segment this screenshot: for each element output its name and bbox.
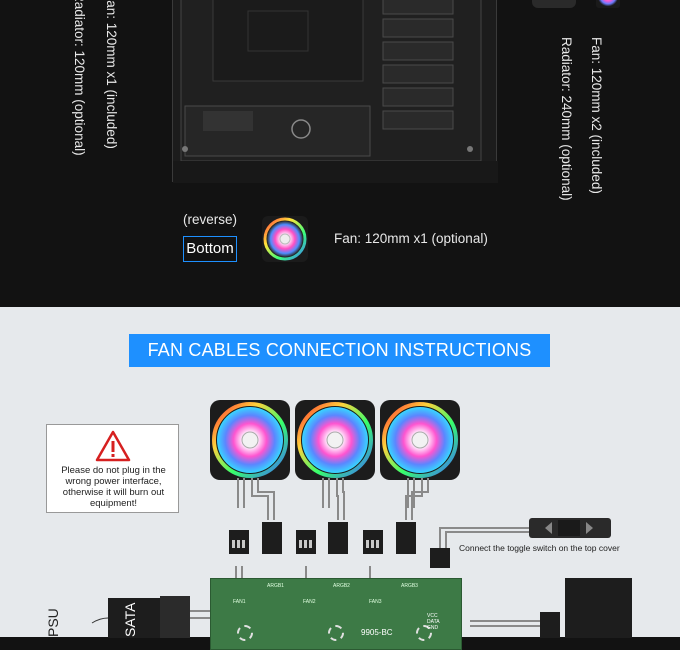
rgb-fans-row [210, 400, 460, 480]
pc-case-drawing [173, 0, 498, 183]
warning-triangle-icon [95, 430, 131, 462]
bottom-reverse-label: (reverse) [183, 212, 238, 227]
rgb-fan-1 [210, 400, 290, 480]
top-right-fan-thumbnail [532, 0, 576, 8]
warning-box: Please do not plug in the wrong power in… [46, 424, 179, 513]
pin-label: GND [427, 625, 439, 631]
rgb-fan-3 [380, 400, 460, 480]
right-fan-label: Fan: 120mm x2 (included) [589, 37, 604, 194]
left-fan-label: Fan: 120mm x1 (included) [104, 0, 119, 149]
port-label: FAN1 [233, 599, 246, 605]
instructions-title: FAN CABLES CONNECTION INSTRUCTIONS [129, 334, 550, 367]
board-screw-hole [328, 625, 344, 641]
top-right-rgb-fan-icon [585, 0, 631, 8]
pin-label: DATA [427, 619, 440, 625]
board-screw-hole [237, 625, 253, 641]
port-label: FAN3 [369, 599, 382, 605]
sata-label: SATA [122, 602, 138, 638]
psu-label: PSU [45, 608, 61, 637]
port-label: FAN2 [303, 599, 316, 605]
port-label: ARGB3 [401, 583, 418, 589]
fan-controller-board: 9905-BC FAN1 ARGB1 FAN2 ARGB2 FAN3 ARGB3… [210, 578, 462, 650]
pc-case-illustration [172, 0, 498, 183]
right-radiator-label: Radiator: 240mm (optional) [559, 37, 574, 201]
pin-label: VCC [427, 613, 438, 619]
bottom-fan-label: Fan: 120mm x1 (optional) [334, 231, 488, 246]
case-fan-layout-section: Fan: 120mm x1 (included) Radiator: 120mm… [0, 0, 680, 307]
bottom-position-label: Bottom [183, 236, 237, 262]
port-label: ARGB2 [333, 583, 350, 589]
toggle-switch-label: Connect the toggle switch on the top cov… [459, 543, 620, 553]
port-label: ARGB1 [267, 583, 284, 589]
bottom-rgb-fan-icon [262, 216, 308, 262]
board-model-label: 9905-BC [361, 628, 393, 637]
warning-text: Please do not plug in the wrong power in… [61, 465, 166, 509]
rgb-fan-2 [295, 400, 375, 480]
left-radiator-label: Radiator: 120mm (optional) [72, 0, 87, 156]
fan-cables-diagram [91, 478, 632, 638]
